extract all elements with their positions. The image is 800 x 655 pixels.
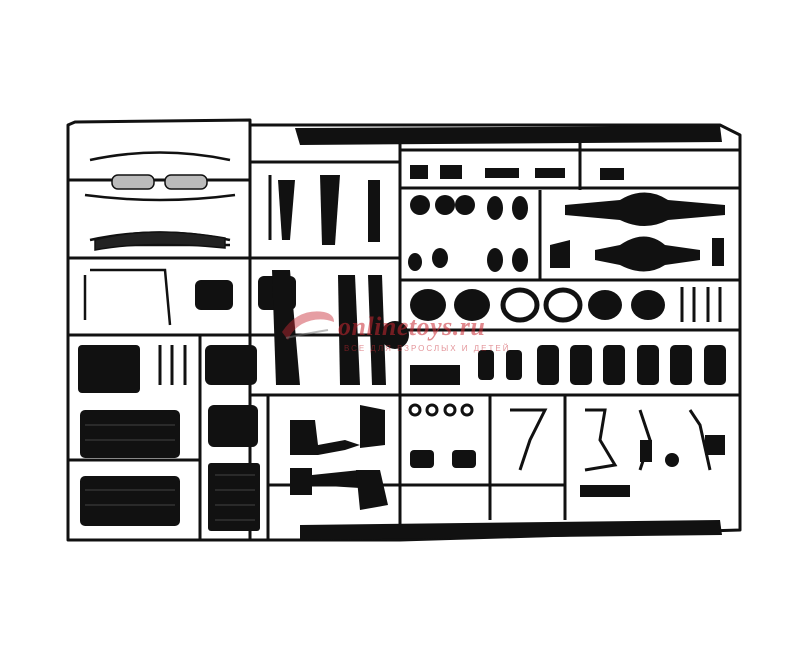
sprue-frame	[66, 118, 742, 542]
sprue-photo: onlinetoys.ru ВСЕ ДЛЯ ВЗРОСЛЫХ И ДЕТЕЙ	[66, 118, 742, 542]
